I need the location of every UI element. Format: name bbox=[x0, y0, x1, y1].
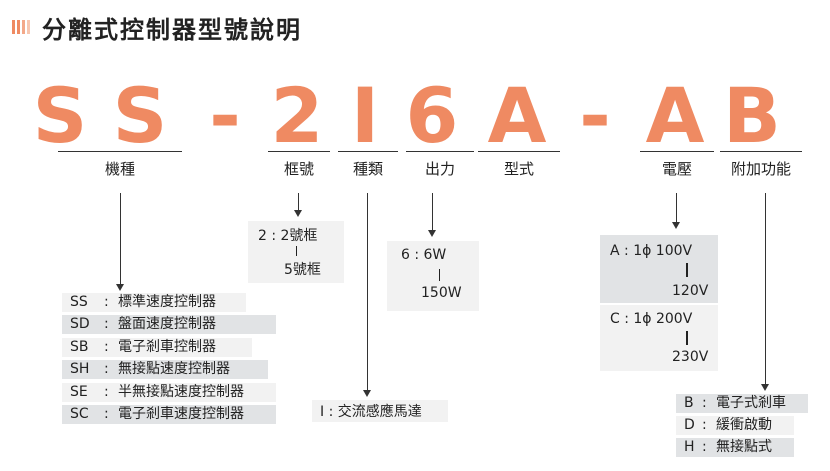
arrow-down-icon bbox=[761, 384, 769, 391]
voltage-c-panel: C : 1ϕ 200V 230V bbox=[600, 305, 718, 371]
label-output: 出力 bbox=[424, 160, 455, 178]
title-bar: 分離式控制器型號說明 bbox=[12, 10, 302, 44]
list-item: SB : 電子剎車控制器 bbox=[62, 338, 252, 357]
code-char-4: 2 bbox=[270, 71, 324, 160]
connector-option bbox=[765, 193, 766, 385]
code-char-7: A bbox=[487, 71, 547, 160]
separator bbox=[686, 331, 688, 345]
voltage-a-panel: A : 1ϕ 100V 120V bbox=[600, 235, 718, 303]
code-char-10: B bbox=[723, 71, 781, 160]
output-min: 6 : 6W bbox=[401, 247, 447, 263]
list-item: B : 電子式剎車 bbox=[676, 394, 808, 413]
connector-frame bbox=[298, 193, 299, 211]
code-char-6: 6 bbox=[405, 71, 459, 160]
label-model: 機種 bbox=[104, 160, 135, 178]
underline-form bbox=[478, 151, 560, 152]
arrow-down-icon bbox=[428, 230, 436, 237]
list-item: SD : 盤面速度控制器 bbox=[62, 315, 276, 334]
label-type: 種類 bbox=[352, 160, 383, 178]
code-char-1: S bbox=[32, 71, 88, 160]
output-max: 150W bbox=[421, 285, 462, 301]
voltage-c: C : 1ϕ 200V bbox=[610, 311, 693, 327]
underline-type bbox=[338, 151, 398, 152]
separator bbox=[686, 263, 688, 277]
arrow-down-icon bbox=[294, 210, 302, 217]
underline-output bbox=[406, 151, 474, 152]
output-box: 6 : 6W 150W bbox=[387, 241, 479, 311]
arrow-down-icon bbox=[116, 284, 124, 291]
list-item: SH : 無接點速度控制器 bbox=[62, 360, 268, 379]
code-char-9: A bbox=[645, 71, 705, 160]
list-item: SE : 半無接點速度控制器 bbox=[62, 383, 276, 402]
underline-voltage bbox=[640, 151, 714, 152]
underline-option bbox=[720, 151, 802, 152]
frame-option-5: 5號框 bbox=[284, 262, 321, 278]
voltage-a-max: 120V bbox=[672, 283, 709, 299]
code-char-3: - bbox=[209, 71, 241, 160]
arrow-down-icon bbox=[363, 390, 371, 397]
option-list: B : 電子式剎車 D : 緩衝啟動 H : 無接點式 bbox=[676, 394, 808, 462]
model-list: SS : 標準速度控制器 SD : 盤面速度控制器 SB : 電子剎車控制器 S… bbox=[62, 293, 276, 427]
code-char-8: - bbox=[579, 71, 611, 160]
voltage-box: A : 1ϕ 100V 120V C : 1ϕ 200V 230V bbox=[600, 235, 718, 371]
code-char-5: I bbox=[350, 71, 380, 160]
type-box: I : 交流感應馬達 bbox=[312, 400, 448, 422]
arrow-down-icon bbox=[672, 222, 680, 229]
connector-output bbox=[432, 193, 433, 231]
separator bbox=[439, 269, 440, 281]
connector-model bbox=[120, 193, 121, 285]
frame-box: 2 : 2號框 5號框 bbox=[248, 221, 344, 283]
separator bbox=[296, 246, 297, 256]
label-frame: 框號 bbox=[283, 160, 314, 178]
frame-option-2: 2 : 2號框 bbox=[258, 228, 318, 244]
list-item: SS : 標準速度控制器 bbox=[62, 293, 246, 312]
page-title: 分離式控制器型號說明 bbox=[42, 15, 302, 44]
label-option: 附加功能 bbox=[730, 160, 791, 178]
list-item: SC : 電子剎車速度控制器 bbox=[62, 405, 276, 424]
underline-model bbox=[58, 151, 182, 152]
connector-type bbox=[367, 193, 368, 391]
code-char-2: S bbox=[112, 71, 168, 160]
list-item: D : 緩衝啟動 bbox=[676, 416, 794, 435]
underline-frame bbox=[268, 151, 330, 152]
label-voltage: 電壓 bbox=[661, 160, 692, 178]
connector-voltage bbox=[676, 193, 677, 223]
voltage-a: A : 1ϕ 100V bbox=[610, 243, 693, 259]
list-item: H : 無接點式 bbox=[676, 438, 794, 457]
label-form: 型式 bbox=[503, 160, 534, 178]
stripes-icon bbox=[12, 20, 30, 34]
voltage-c-max: 230V bbox=[672, 349, 709, 365]
